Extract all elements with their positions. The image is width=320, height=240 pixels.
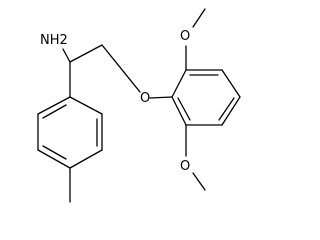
double-bond: [42, 145, 67, 160]
bond: [37, 149, 71, 169]
molecule-diagram: NH2 O O O: [37, 8, 241, 203]
methoxy-oxygen-top-label: O: [180, 29, 190, 44]
bond-ch-to-nh2: [62, 48, 71, 63]
amine-label: NH2: [40, 33, 68, 48]
bond-methoxy-bottom-to-methyl: [192, 172, 206, 191]
double-bond: [177, 97, 191, 121]
bond-o-to-ring: [149, 96, 173, 99]
dimethoxyphenyl-ring: [171, 69, 241, 126]
bond-ch-to-ch2: [69, 44, 103, 63]
bond: [171, 69, 187, 98]
bond: [221, 69, 241, 98]
double-bond: [218, 97, 235, 121]
bond: [171, 96, 187, 126]
bond: [221, 96, 241, 126]
bond: [69, 96, 103, 115]
bond: [37, 96, 71, 115]
methoxy-oxygen-bottom-label: O: [180, 159, 190, 174]
bond-ch2-to-o: [101, 44, 141, 93]
double-bond: [42, 104, 67, 119]
bond-methoxy-top-to-methyl: [192, 8, 206, 28]
ether-oxygen-label: O: [140, 91, 150, 106]
bond: [69, 149, 103, 169]
tolyl-ring: [37, 96, 103, 169]
